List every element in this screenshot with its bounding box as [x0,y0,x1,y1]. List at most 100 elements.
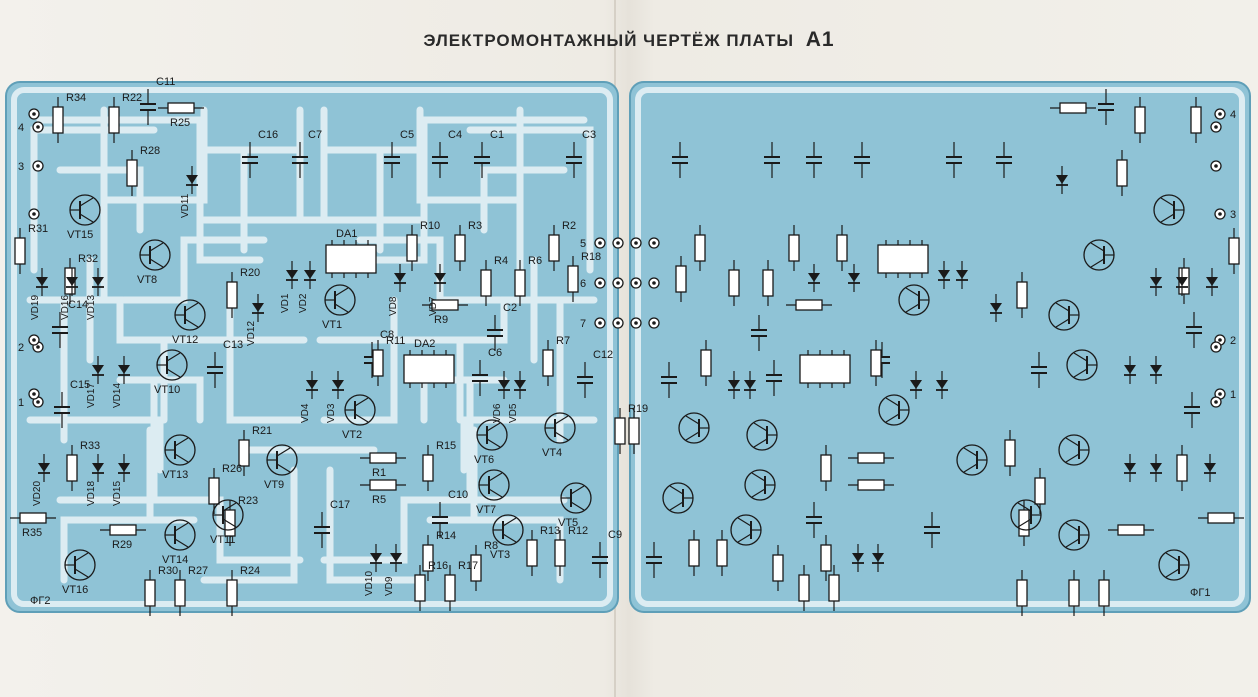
pin-hole [1218,338,1222,342]
pin-label: 5 [580,238,586,250]
copper-trace [120,236,268,304]
pin-hole [1218,392,1222,396]
capacitor-label: C10 [448,489,468,501]
capacitor-label: C5 [400,129,414,141]
resistor [480,269,492,297]
transistor [554,415,569,425]
diode-label: VD10 [364,571,375,596]
resistor-right [820,544,832,572]
transistor [149,258,164,268]
capacitor-label: C14 [68,299,88,311]
pin-hole-right [616,241,620,245]
transistor-right [1090,258,1105,268]
pin-hole-right [1214,125,1218,129]
capacitor-label: C13 [223,339,243,351]
transistor [276,463,291,473]
copper-trace [326,466,424,584]
diode-label: VD5 [508,403,519,423]
transistor-label: VT1 [322,319,342,331]
pin-hole [36,164,40,168]
resistor-label: R7 [556,335,570,347]
diode-right [1176,277,1188,286]
components [10,89,1226,616]
transistor [166,368,181,378]
transistor [354,397,369,407]
resistor [431,299,459,311]
transistor-right [1073,352,1088,362]
diode-label: VD8 [388,296,399,316]
diode-label: VD17 [86,383,97,408]
resistor-right [675,265,687,293]
pin-hole-right [1214,345,1218,349]
diode [514,380,526,389]
resistor [52,106,64,134]
copper-trace [360,136,428,264]
capacitor-label: C17 [330,499,350,511]
resistor [414,574,426,602]
capacitor-label: C9 [608,529,622,541]
transistor [184,318,199,328]
copper-trace [466,126,594,274]
transistor [149,242,164,252]
pin-hole [598,321,602,325]
transistor-right [963,447,978,457]
diode-label: VD11 [180,193,191,218]
resistor-right [1116,159,1128,187]
pin-label: 1 [18,397,24,409]
resistor-right [772,554,784,582]
resistor-right [700,349,712,377]
pin-hole-right [652,241,656,245]
transistor [502,533,517,543]
resistor-label: R27 [188,565,208,577]
transistor-label: VT15 [67,229,93,241]
resistor-right [1228,237,1240,265]
transistor-right [1055,302,1070,312]
diode-label: VD13 [86,295,97,320]
resistor-label: R6 [528,255,542,267]
resistor-right [1190,106,1202,134]
marker-label: ФГ2 [30,595,50,607]
transistor-label: VT11 [210,534,235,546]
diode [66,277,78,286]
transistor [79,213,94,223]
title-board: А1 [805,28,835,51]
diode-label: VD4 [300,403,311,423]
diode-right [1124,463,1136,472]
resistor [369,452,397,464]
transistor-right [1065,522,1080,532]
ic-chip [325,244,377,274]
pin-hole [1218,212,1222,216]
transistor-right [1017,518,1032,528]
diode [92,277,104,286]
diode-label: VD14 [112,383,123,408]
resistor-label: R29 [112,539,132,551]
transistor [79,197,94,207]
diode-right [728,380,740,389]
capacitor-label: C3 [582,129,596,141]
pin-label: 7 [580,318,586,330]
resistor [548,234,560,262]
transistor [488,488,503,498]
resistor [526,539,538,567]
resistor [422,544,434,572]
resistor-right [694,234,706,262]
resistor-label: R28 [140,145,160,157]
resistor-label: R26 [222,463,242,475]
transistor-right [1160,197,1175,207]
diode-right [990,303,1002,312]
pin-hole [36,125,40,129]
copper-trace [60,376,158,504]
transistor [486,422,501,432]
resistor [369,479,397,491]
diode [370,553,382,562]
resistor-label: R24 [240,565,260,577]
ic-chip [403,354,455,384]
transistor-label: VT3 [490,549,510,561]
resistor [167,102,195,114]
resistor [108,106,120,134]
copper-trace [26,416,164,474]
copper-trace [400,296,598,344]
diode [498,380,510,389]
resistor-label: R4 [494,255,508,267]
right-board [629,81,1251,613]
